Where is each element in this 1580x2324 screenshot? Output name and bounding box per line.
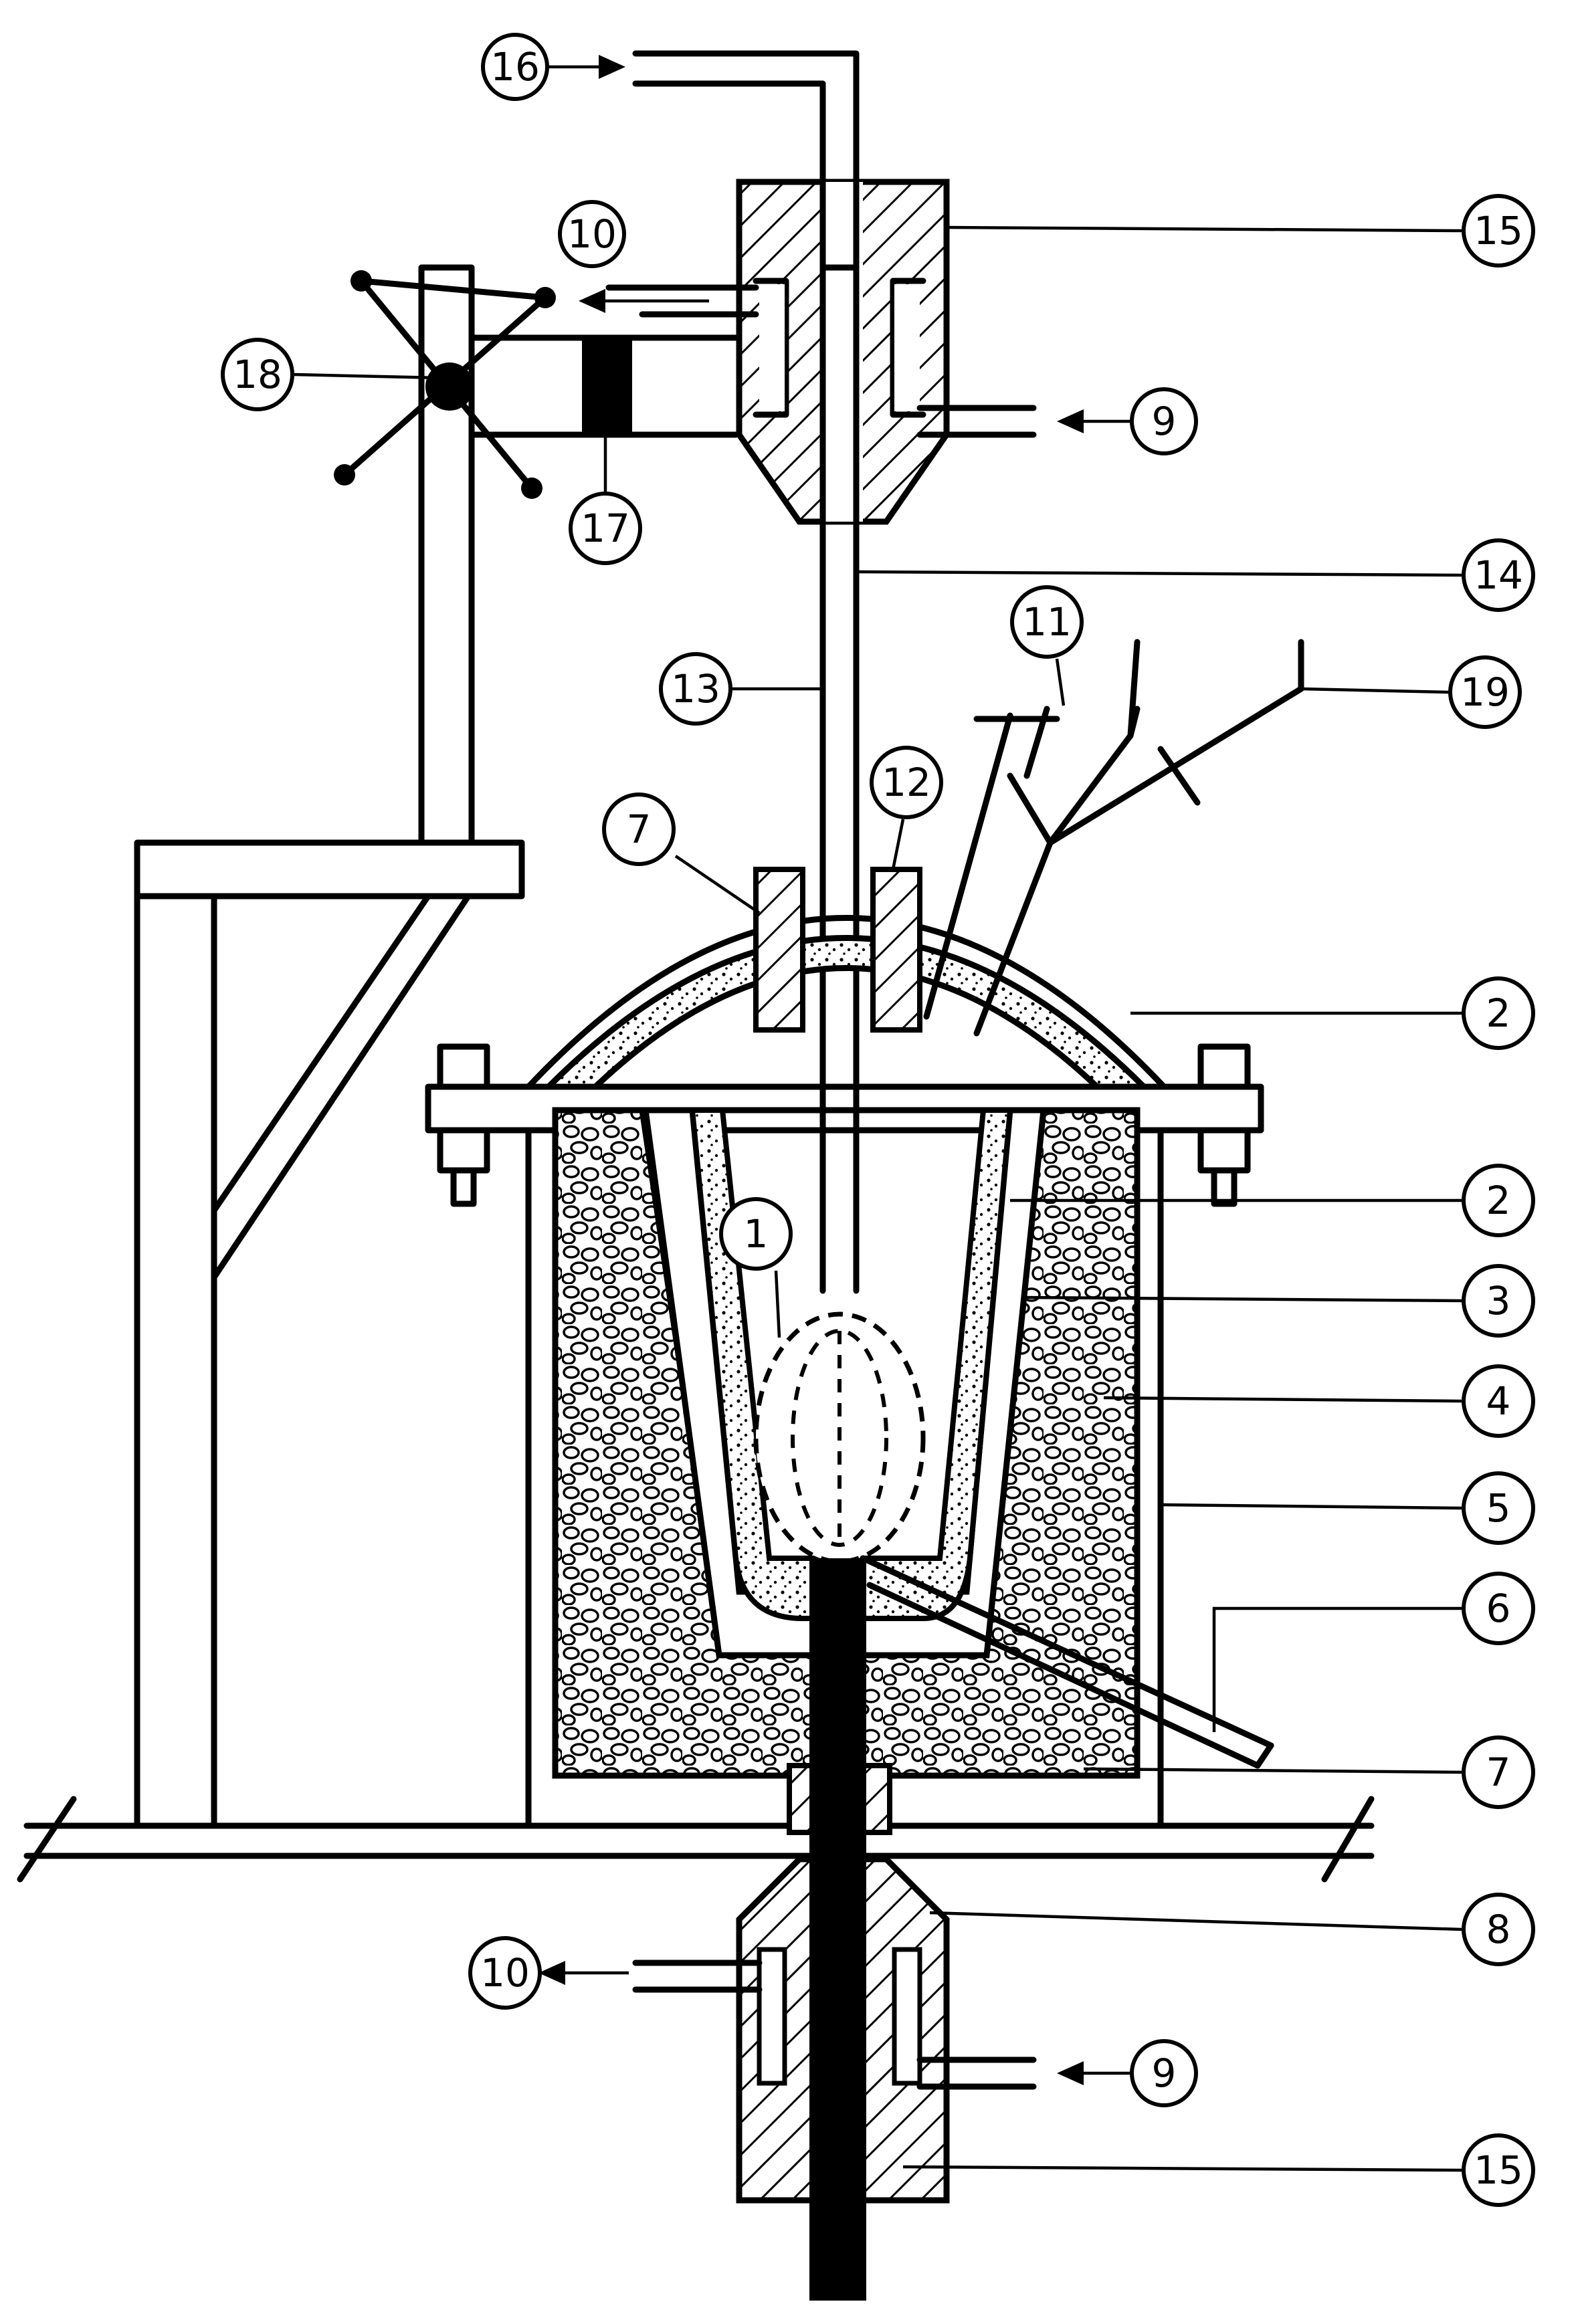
callout-4: 4 [1462, 1364, 1535, 1438]
svg-text:19: 19 [1460, 669, 1510, 715]
flow-arrows [538, 55, 1130, 2085]
callout-5: 5 [1462, 1471, 1535, 1545]
callout-13: 13 [659, 652, 732, 726]
callout-16: 16 [481, 33, 549, 101]
callout-2-dome: 2 [1462, 976, 1535, 1050]
callout-15-bottom: 15 [1462, 2133, 1535, 2207]
svg-text:9: 9 [1152, 2050, 1177, 2096]
svg-text:17: 17 [581, 506, 630, 551]
svg-text:14: 14 [1474, 552, 1523, 598]
callout-18: 18 [221, 338, 294, 411]
tap-hole [860, 1555, 1274, 1769]
callout-6: 6 [1462, 1572, 1535, 1645]
svg-text:5: 5 [1486, 1485, 1511, 1531]
support-stand [134, 264, 525, 1829]
svg-text:2: 2 [1486, 990, 1511, 1036]
callout-2-lining: 2 [1462, 1164, 1535, 1237]
furnace-lid [525, 915, 1167, 1090]
callout-9-bottom: 9 [1130, 2039, 1198, 2107]
svg-text:7: 7 [1486, 1750, 1511, 1795]
svg-text:7: 7 [627, 807, 652, 852]
svg-text:9: 9 [1152, 399, 1177, 444]
callout-11: 11 [1010, 585, 1084, 659]
upper-water-lines [605, 284, 1037, 438]
svg-text:10: 10 [480, 1950, 530, 1996]
callout-10-bottom: 10 [468, 1936, 542, 2010]
callouts: 16 10 15 18 9 17 14 11 13 19 12 7 2 2 1 … [221, 33, 1535, 2207]
svg-text:13: 13 [671, 666, 720, 712]
svg-text:15: 15 [1474, 2147, 1523, 2193]
feed-pipes [923, 639, 1304, 1037]
callout-14: 14 [1462, 538, 1535, 612]
hollow-electrode [632, 50, 860, 1294]
positioning-wheel [334, 270, 556, 499]
lower-water-lines [632, 1960, 1037, 2090]
svg-text:15: 15 [1474, 208, 1523, 253]
callout-8: 8 [1462, 1893, 1535, 1966]
svg-text:6: 6 [1486, 1586, 1511, 1631]
svg-text:16: 16 [490, 44, 540, 90]
leader-lines [294, 225, 1462, 2172]
bolt-left [437, 1043, 490, 1207]
bolt-right [1197, 1043, 1251, 1207]
svg-text:2: 2 [1486, 1178, 1511, 1223]
upper-electrode-holder [736, 179, 950, 525]
electrode-seal [753, 867, 922, 1033]
callout-15-top: 15 [1462, 194, 1535, 268]
callout-10-top: 10 [558, 200, 626, 268]
callout-19: 19 [1448, 655, 1522, 729]
furnace-shell [425, 1043, 1264, 1829]
crucible-lining [641, 1107, 1047, 1659]
svg-text:1: 1 [744, 1211, 769, 1257]
callout-1: 1 [719, 1197, 793, 1271]
arc-zone [753, 1311, 926, 1564]
svg-text:8: 8 [1486, 1907, 1511, 1952]
callout-7-bottom: 7 [1462, 1735, 1535, 1809]
callout-3: 3 [1462, 1264, 1535, 1338]
lower-electrode-holder [736, 1856, 950, 2204]
svg-text:10: 10 [567, 211, 617, 257]
connecting-arm [468, 334, 739, 438]
svg-text:18: 18 [233, 352, 282, 397]
callout-17: 17 [569, 492, 642, 565]
svg-text:12: 12 [882, 760, 931, 805]
callout-9-top: 9 [1130, 387, 1198, 455]
svg-text:4: 4 [1486, 1378, 1511, 1424]
svg-text:11: 11 [1022, 599, 1072, 645]
callout-7-top: 7 [602, 793, 676, 866]
callout-12: 12 [870, 746, 943, 819]
svg-text:3: 3 [1486, 1278, 1511, 1324]
floor [17, 1796, 1375, 1883]
